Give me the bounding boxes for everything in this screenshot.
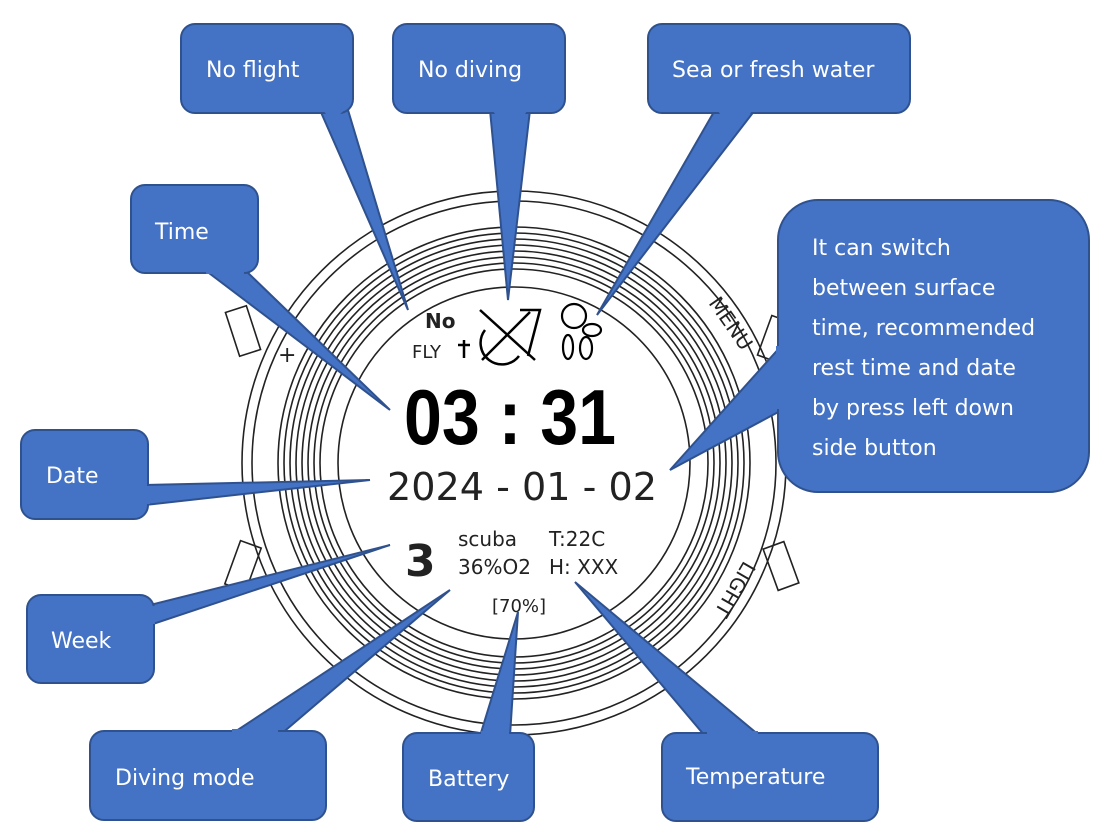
- left-up-button: [224, 304, 262, 358]
- callout-no-flight: No flight: [180, 23, 409, 311]
- callout-date: Date: [20, 429, 371, 520]
- callout-line: side button: [812, 436, 937, 461]
- diving-mode-display: scuba: [458, 527, 517, 551]
- no-fly-no-label: No: [425, 309, 455, 333]
- callout-line: rest time and date: [812, 356, 1016, 381]
- callout-diving-mode: Diving mode: [89, 589, 451, 821]
- callout-label: Battery: [428, 767, 509, 792]
- temperature-display: T:22C: [548, 527, 605, 551]
- callout-label: No diving: [418, 58, 522, 83]
- no-fly-fly-label: FLY: [412, 342, 442, 363]
- callout-label: Temperature: [685, 765, 825, 790]
- callout-label: Date: [46, 464, 99, 489]
- callout-label: Time: [154, 220, 209, 245]
- h-display: H: XXX: [549, 555, 619, 579]
- callout-switch-info: It can switch between surface time, reco…: [669, 199, 1090, 493]
- callout-week: Week: [26, 544, 391, 684]
- callout-line: It can switch: [812, 236, 951, 261]
- callout-line: time, recommended: [812, 316, 1035, 341]
- callout-no-diving: No diving: [392, 23, 566, 301]
- callout-water: Sea or fresh water: [596, 23, 911, 316]
- callout-line: between surface: [812, 276, 995, 301]
- callout-label: Sea or fresh water: [672, 58, 875, 83]
- o2-display: 36%O2: [458, 555, 531, 579]
- callout-time: Time: [130, 184, 391, 411]
- callout-battery: Battery: [402, 611, 535, 822]
- light-button: [762, 540, 800, 592]
- callout-label: Week: [51, 629, 112, 654]
- time-display: 03 : 31: [404, 373, 616, 461]
- diver-icon: [458, 340, 470, 358]
- week-display: 3: [405, 536, 436, 587]
- light-label: LIGHT: [709, 558, 760, 622]
- date-display: 2024 - 01 - 02: [387, 465, 657, 509]
- callout-label: Diving mode: [115, 766, 254, 791]
- callout-temperature: Temperature: [574, 581, 879, 822]
- plus-label: +: [278, 343, 296, 368]
- battery-display: [70%]: [492, 596, 546, 617]
- callout-line: by press left down: [812, 396, 1014, 421]
- water-type-icon: [560, 302, 603, 361]
- callout-label: No flight: [206, 58, 300, 83]
- no-diving-icon: [479, 308, 542, 366]
